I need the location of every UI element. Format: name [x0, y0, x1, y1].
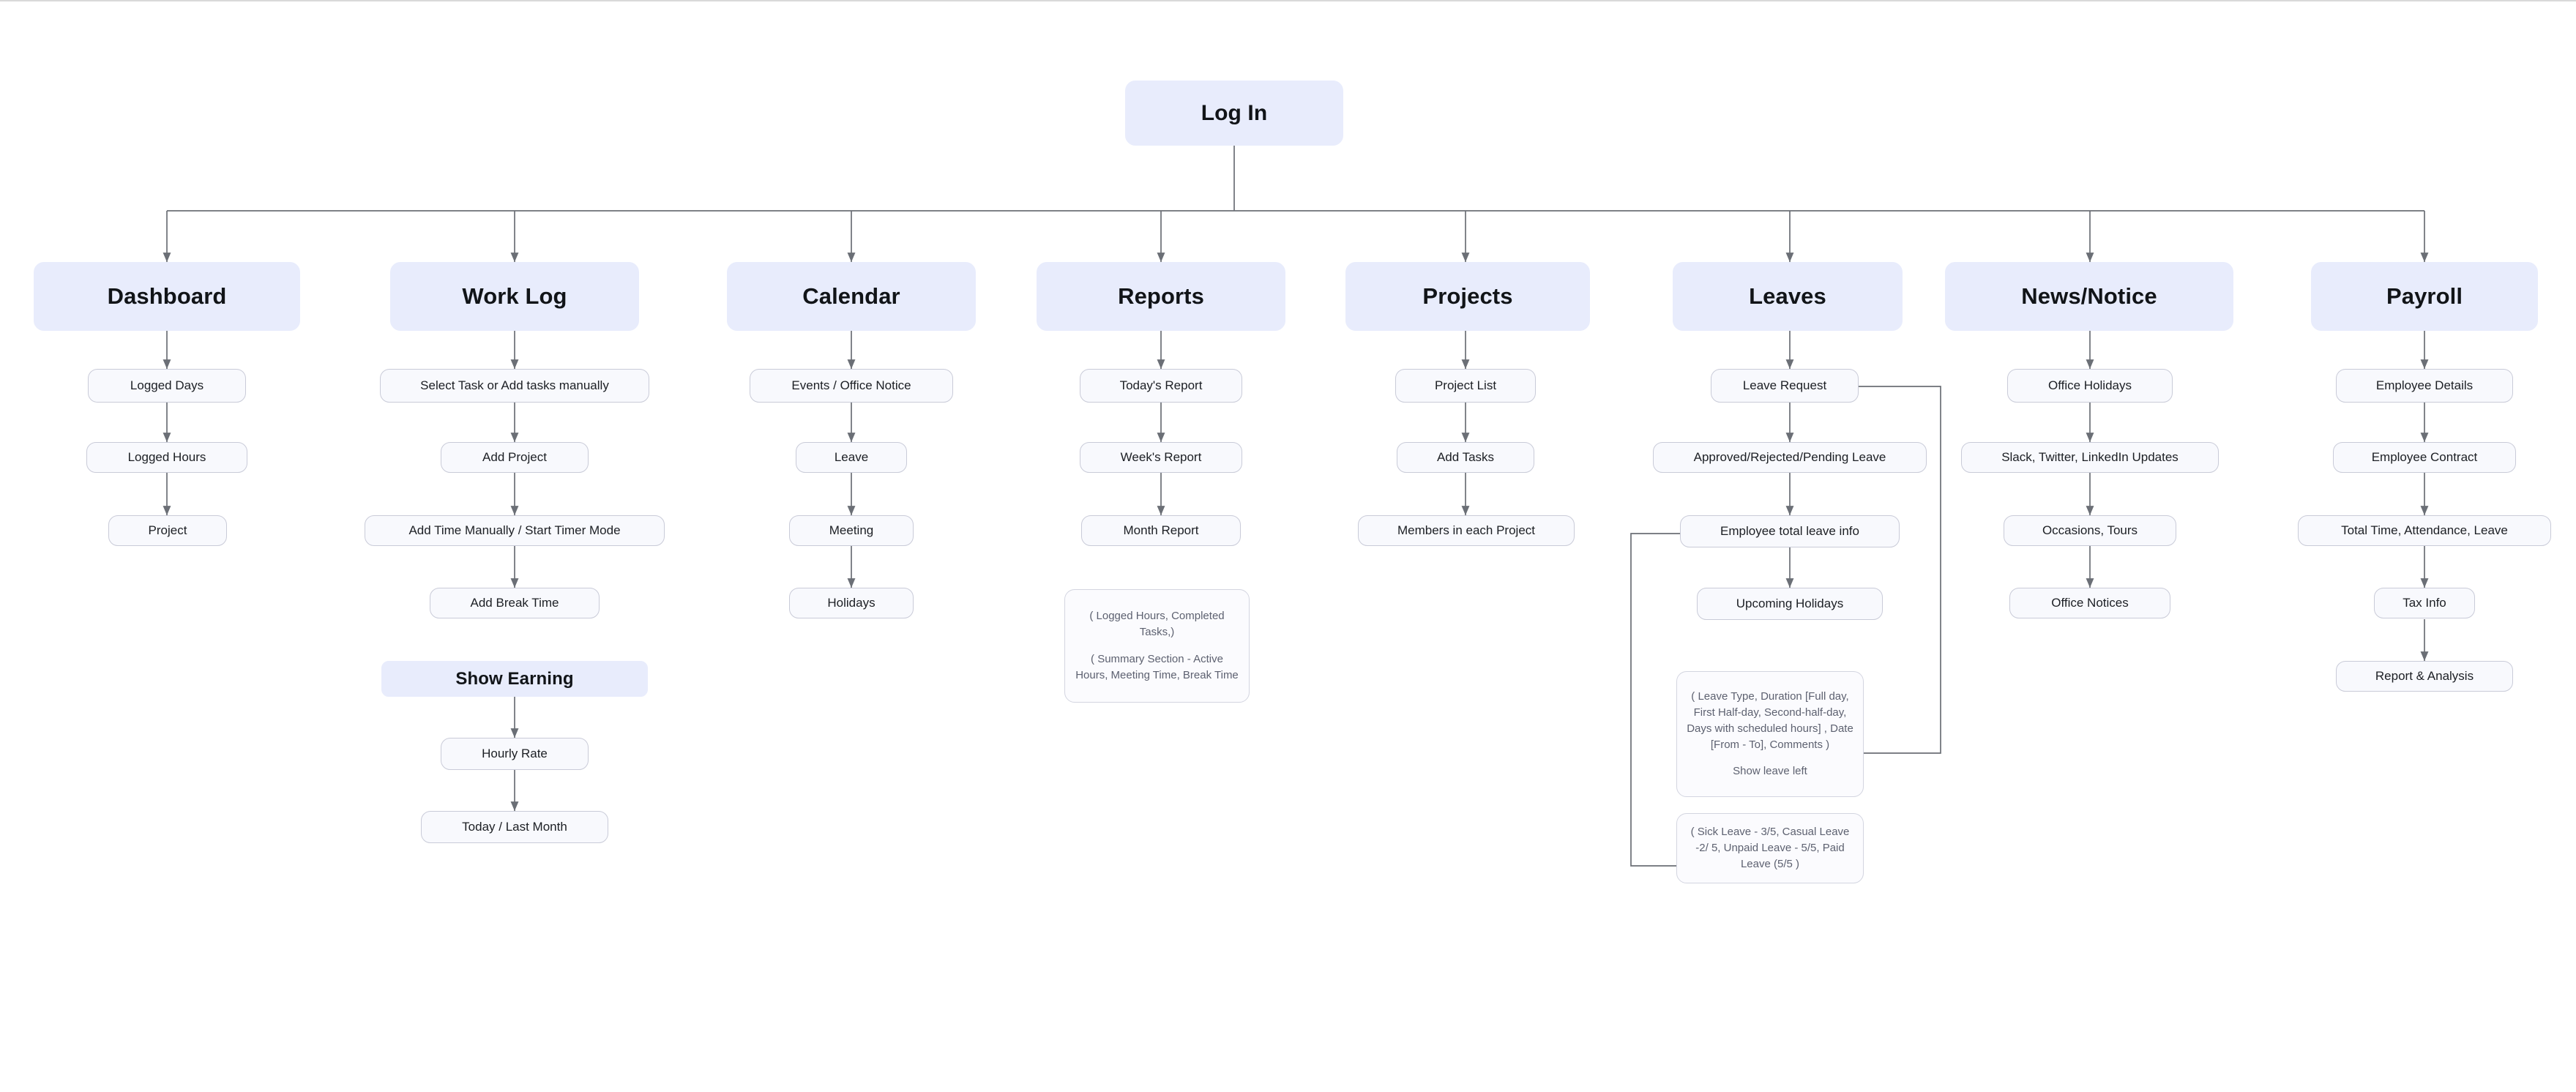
- node-label: Leaves: [1749, 283, 1826, 309]
- step-total-time-attendance-leave[interactable]: Total Time, Attendance, Leave: [2298, 515, 2551, 546]
- node-label: Events / Office Notice: [791, 378, 911, 392]
- node-label: Tax Info: [2403, 596, 2446, 610]
- section-header-show-earning[interactable]: Show Earning: [381, 661, 648, 697]
- step-social-updates[interactable]: Slack, Twitter, LinkedIn Updates: [1961, 442, 2219, 473]
- step-logged-hours[interactable]: Logged Hours: [86, 442, 247, 473]
- node-label: Show Earning: [455, 668, 574, 689]
- node-label: Today's Report: [1119, 378, 1203, 392]
- step-today-last-month[interactable]: Today / Last Month: [421, 811, 608, 843]
- node-label: Employee total leave info: [1720, 524, 1859, 538]
- node-label: Add Break Time: [470, 596, 559, 610]
- step-add-break-time[interactable]: Add Break Time: [430, 588, 600, 618]
- step-meeting[interactable]: Meeting: [789, 515, 914, 546]
- node-label: Logged Days: [130, 378, 204, 392]
- step-office-notices[interactable]: Office Notices: [2009, 588, 2170, 618]
- node-label: Reports: [1118, 283, 1204, 309]
- node-label: Approved/Rejected/Pending Leave: [1693, 450, 1886, 464]
- node-label: Log In: [1201, 100, 1268, 125]
- node-label: Upcoming Holidays: [1736, 597, 1844, 610]
- node-label: Month Report: [1123, 523, 1199, 537]
- node-label: Office Notices: [2051, 596, 2129, 610]
- step-add-tasks[interactable]: Add Tasks: [1397, 442, 1534, 473]
- section-header-calendar[interactable]: Calendar: [727, 262, 976, 331]
- step-holidays[interactable]: Holidays: [789, 588, 914, 618]
- node-label: Leave: [834, 450, 869, 464]
- node-label: Report & Analysis: [2375, 669, 2474, 683]
- section-header-projects[interactable]: Projects: [1345, 262, 1590, 331]
- node-label: Week's Report: [1120, 450, 1202, 464]
- node-label: Meeting: [829, 523, 874, 537]
- node-label: Add Project: [482, 450, 547, 464]
- note-leave-request-fields: ( Leave Type, Duration [Full day, First …: [1676, 671, 1864, 797]
- node-label: Employee Details: [2375, 378, 2474, 392]
- note-line: ( Summary Section - Active Hours, Meetin…: [1075, 652, 1239, 681]
- note-leave-balances: ( Sick Leave - 3/5, Casual Leave -2/ 5, …: [1676, 813, 1864, 883]
- step-weeks-report[interactable]: Week's Report: [1080, 442, 1242, 473]
- node-label: Leave Request: [1742, 378, 1827, 392]
- node-label: Total Time, Attendance, Leave: [2341, 523, 2508, 537]
- node-label: Project: [148, 523, 187, 537]
- node-label: Payroll: [2386, 283, 2463, 309]
- node-label: Add Tasks: [1436, 450, 1495, 464]
- step-events-office-notice[interactable]: Events / Office Notice: [750, 369, 953, 403]
- node-label: Slack, Twitter, LinkedIn Updates: [2001, 450, 2179, 464]
- step-project[interactable]: Project: [108, 515, 227, 546]
- step-add-project[interactable]: Add Project: [441, 442, 589, 473]
- node-label: Logged Hours: [127, 450, 206, 464]
- node-label: News/Notice: [2021, 283, 2157, 309]
- section-header-dashboard[interactable]: Dashboard: [34, 262, 300, 331]
- node-label: Add Time Manually / Start Timer Mode: [408, 523, 621, 537]
- node-label: Holidays: [827, 596, 876, 610]
- node-label: Dashboard: [107, 283, 227, 309]
- step-upcoming-holidays[interactable]: Upcoming Holidays: [1697, 588, 1883, 620]
- node-log-in[interactable]: Log In: [1125, 81, 1343, 146]
- node-label: Projects: [1422, 283, 1513, 309]
- node-label: Project List: [1434, 378, 1497, 392]
- node-label: Calendar: [802, 283, 900, 309]
- note-line: ( Leave Type, Duration [Full day, First …: [1687, 689, 1853, 752]
- step-month-report[interactable]: Month Report: [1081, 515, 1241, 546]
- node-label: Hourly Rate: [482, 747, 548, 760]
- note-line: ( Logged Hours, Completed Tasks,): [1089, 610, 1225, 639]
- step-select-task[interactable]: Select Task or Add tasks manually: [380, 369, 649, 403]
- node-label: Today / Last Month: [462, 820, 567, 834]
- step-employee-total-leave-info[interactable]: Employee total leave info: [1680, 515, 1900, 547]
- section-header-news-notice[interactable]: News/Notice: [1945, 262, 2233, 331]
- step-add-time-manually[interactable]: Add Time Manually / Start Timer Mode: [365, 515, 665, 546]
- step-tax-info[interactable]: Tax Info: [2374, 588, 2475, 618]
- window-top-divider: [0, 0, 2576, 1]
- step-office-holidays[interactable]: Office Holidays: [2007, 369, 2173, 403]
- node-label: Occasions, Tours: [2042, 523, 2138, 537]
- step-report-analysis[interactable]: Report & Analysis: [2336, 661, 2513, 692]
- step-members-in-each-project[interactable]: Members in each Project: [1358, 515, 1575, 546]
- section-header-reports[interactable]: Reports: [1037, 262, 1285, 331]
- step-leave-request[interactable]: Leave Request: [1711, 369, 1859, 403]
- node-label: Select Task or Add tasks manually: [420, 378, 609, 392]
- step-occasions-tours[interactable]: Occasions, Tours: [2004, 515, 2176, 546]
- section-header-leaves[interactable]: Leaves: [1673, 262, 1903, 331]
- node-label: Members in each Project: [1397, 523, 1536, 537]
- step-hourly-rate[interactable]: Hourly Rate: [441, 738, 589, 770]
- step-todays-report[interactable]: Today's Report: [1080, 369, 1242, 403]
- node-label: Employee Contract: [2371, 450, 2478, 464]
- step-project-list[interactable]: Project List: [1395, 369, 1536, 403]
- note-line: ( Sick Leave - 3/5, Casual Leave -2/ 5, …: [1690, 825, 1850, 871]
- section-header-payroll[interactable]: Payroll: [2311, 262, 2538, 331]
- node-label: Work Log: [462, 283, 567, 309]
- step-leave[interactable]: Leave: [796, 442, 907, 473]
- note-reports-summary: ( Logged Hours, Completed Tasks,) ( Summ…: [1064, 589, 1250, 703]
- node-label: Office Holidays: [2047, 378, 2132, 392]
- step-logged-days[interactable]: Logged Days: [88, 369, 246, 403]
- note-line: Show leave left: [1733, 765, 1807, 778]
- step-employee-details[interactable]: Employee Details: [2336, 369, 2513, 403]
- step-employee-contract[interactable]: Employee Contract: [2333, 442, 2516, 473]
- step-approved-rejected-pending-leave[interactable]: Approved/Rejected/Pending Leave: [1653, 442, 1927, 473]
- section-header-work-log[interactable]: Work Log: [390, 262, 639, 331]
